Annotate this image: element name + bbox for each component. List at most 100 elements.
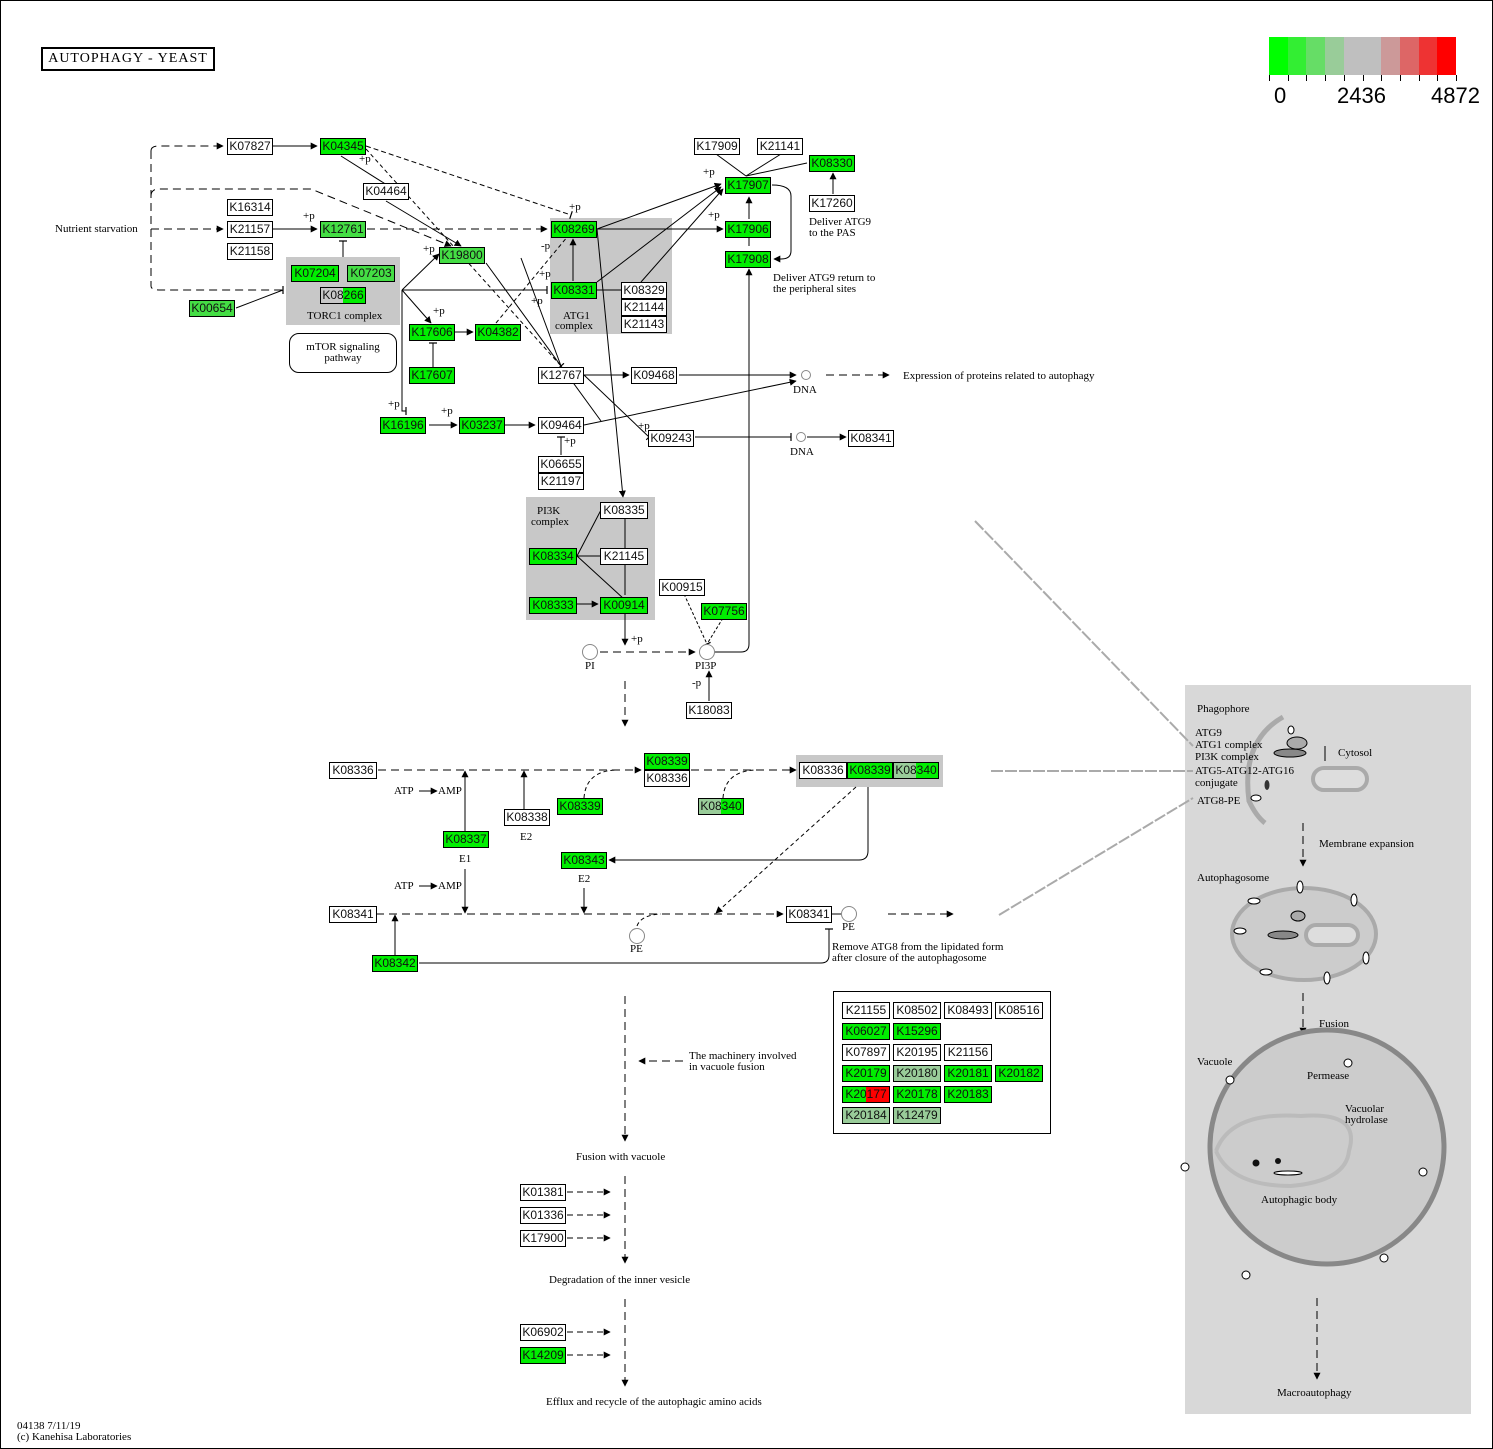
gene-box-k21155[interactable]: K21155 <box>842 1002 890 1019</box>
gene-box-k07204[interactable]: K07204 <box>291 265 339 282</box>
gene-box-k07897[interactable]: K07897 <box>842 1044 890 1061</box>
macroautophagy-label: Macroautophagy <box>1277 1387 1352 1399</box>
gene-box-k08339[interactable]: K08339 <box>644 753 690 770</box>
phos-marker: +p <box>433 305 445 317</box>
gene-box-k06902[interactable]: K06902 <box>520 1324 566 1341</box>
gene-box-k04345[interactable]: K04345 <box>320 138 366 155</box>
gene-box-k08343[interactable]: K08343 <box>561 852 607 869</box>
gene-box-k03237[interactable]: K03237 <box>459 417 505 434</box>
gene-box-k08337[interactable]: K08337 <box>443 831 489 848</box>
gene-box-k08502[interactable]: K08502 <box>893 1002 941 1019</box>
gene-box-k08339[interactable]: K08339 <box>557 798 603 815</box>
gene-box-k17908[interactable]: K17908 <box>725 251 771 268</box>
gene-label: K08341 <box>332 907 374 921</box>
gene-box-k19800[interactable]: K19800 <box>439 247 485 264</box>
gene-box-k08341[interactable]: K08341 <box>848 430 894 447</box>
gene-box-k08333[interactable]: K08333 <box>529 597 577 614</box>
gene-box-k08269[interactable]: K08269 <box>551 221 597 238</box>
gene-box-k17260[interactable]: K17260 <box>809 195 855 212</box>
gene-box-k08340[interactable]: K08340 <box>893 762 939 779</box>
gene-box-k21156[interactable]: K21156 <box>944 1044 992 1061</box>
legend-swatch <box>1287 37 1307 75</box>
pe-node-1[interactable] <box>629 928 645 944</box>
gene-box-k08329[interactable]: K08329 <box>621 282 667 299</box>
gene-box-k21158[interactable]: K21158 <box>227 243 273 260</box>
atg9-label[interactable]: ATG9 <box>1195 727 1222 739</box>
pe-node-2[interactable] <box>841 906 857 922</box>
gene-box-k08493[interactable]: K08493 <box>944 1002 992 1019</box>
gene-box-k01336[interactable]: K01336 <box>520 1207 566 1224</box>
gene-box-k08338[interactable]: K08338 <box>504 809 550 826</box>
pi3k-complex-link[interactable]: PI3K complex <box>1195 751 1259 763</box>
gene-box-k07203[interactable]: K07203 <box>347 265 395 282</box>
gene-box-k20182[interactable]: K20182 <box>995 1065 1043 1082</box>
atg1-complex-link[interactable]: ATG1 complex <box>1195 739 1263 751</box>
mtor-pathway-link[interactable]: mTOR signaling pathway <box>289 333 397 373</box>
gene-box-k16314[interactable]: K16314 <box>227 199 273 216</box>
gene-box-k06655[interactable]: K06655 <box>538 456 584 473</box>
gene-box-k07756[interactable]: K07756 <box>701 603 747 620</box>
gene-box-k06027[interactable]: K06027 <box>842 1023 890 1040</box>
gene-box-k14209[interactable]: K14209 <box>520 1347 566 1364</box>
gene-box-k00654[interactable]: K00654 <box>189 300 235 317</box>
gene-box-k08342[interactable]: K08342 <box>372 955 418 972</box>
gene-box-k00914[interactable]: K00914 <box>600 597 648 614</box>
gene-box-k17607[interactable]: K17607 <box>409 367 455 384</box>
gene-box-k20179[interactable]: K20179 <box>842 1065 890 1082</box>
gene-box-k01381[interactable]: K01381 <box>520 1184 566 1201</box>
gene-box-k08339[interactable]: K08339 <box>847 762 893 779</box>
gene-box-k09468[interactable]: K09468 <box>631 367 677 384</box>
gene-box-k21141[interactable]: K21141 <box>757 138 803 155</box>
gene-box-k20195[interactable]: K20195 <box>893 1044 941 1061</box>
gene-box-k20181[interactable]: K20181 <box>944 1065 992 1082</box>
phos-marker: +p <box>359 153 371 165</box>
gene-box-k12479[interactable]: K12479 <box>893 1107 941 1124</box>
pi3p-node[interactable] <box>699 644 715 660</box>
gene-box-k07827[interactable]: K07827 <box>227 138 273 155</box>
atg5-conjugate-link[interactable]: ATG5-ATG12-ATG16 <box>1195 765 1294 777</box>
gene-box-k17900[interactable]: K17900 <box>520 1230 566 1247</box>
gene-box-k09464[interactable]: K09464 <box>538 417 584 434</box>
gene-box-k16196[interactable]: K16196 <box>380 417 426 434</box>
gene-box-k08341[interactable]: K08341 <box>786 906 832 923</box>
pi-node[interactable] <box>582 644 598 660</box>
gene-box-k08341[interactable]: K08341 <box>329 906 377 923</box>
gene-box-k20178[interactable]: K20178 <box>893 1086 941 1103</box>
gene-box-k08331[interactable]: K08331 <box>551 282 597 299</box>
gene-label: K06902 <box>522 1325 564 1339</box>
gene-box-k08266[interactable]: K08266 <box>320 287 366 304</box>
gene-box-k08330[interactable]: K08330 <box>809 155 855 172</box>
gene-box-k09243[interactable]: K09243 <box>648 430 694 447</box>
gene-box-k21143[interactable]: K21143 <box>621 316 667 333</box>
gene-box-k21144[interactable]: K21144 <box>621 299 667 316</box>
gene-box-k08336[interactable]: K08336 <box>329 762 377 779</box>
gene-box-k17906[interactable]: K17906 <box>725 221 771 238</box>
gene-box-k08334[interactable]: K08334 <box>529 548 577 565</box>
gene-box-k21157[interactable]: K21157 <box>227 221 273 238</box>
gene-box-k08340[interactable]: K08340 <box>698 798 744 815</box>
gene-box-k20184[interactable]: K20184 <box>842 1107 890 1124</box>
gene-box-k17606[interactable]: K17606 <box>409 324 455 341</box>
gene-box-k12767[interactable]: K12767 <box>538 367 584 384</box>
gene-box-k17909[interactable]: K17909 <box>694 138 740 155</box>
gene-box-k15296[interactable]: K15296 <box>893 1023 941 1040</box>
atg8-pe-link[interactable]: ATG8-PE <box>1197 795 1241 807</box>
gene-box-k04464[interactable]: K04464 <box>363 183 409 200</box>
gene-box-k21197[interactable]: K21197 <box>538 473 584 490</box>
gene-box-k08336[interactable]: K08336 <box>799 762 847 779</box>
gene-box-k21145[interactable]: K21145 <box>600 548 648 565</box>
gene-label: K08493 <box>947 1003 989 1017</box>
gene-box-k00915[interactable]: K00915 <box>659 579 705 596</box>
gene-box-k20183[interactable]: K20183 <box>944 1086 992 1103</box>
gene-box-k08335[interactable]: K08335 <box>600 502 648 519</box>
gene-box-k04382[interactable]: K04382 <box>475 324 521 341</box>
gene-box-k12761[interactable]: K12761 <box>320 221 366 238</box>
gene-box-k18083[interactable]: K18083 <box>686 702 732 719</box>
dna-node-2[interactable] <box>796 432 806 442</box>
gene-box-k08516[interactable]: K08516 <box>995 1002 1043 1019</box>
gene-box-k17907[interactable]: K17907 <box>725 177 771 194</box>
gene-box-k08336[interactable]: K08336 <box>644 770 690 787</box>
gene-box-k20177[interactable]: K20177 <box>842 1086 890 1103</box>
gene-box-k20180[interactable]: K20180 <box>893 1065 941 1082</box>
dna-node-1[interactable] <box>801 370 811 380</box>
